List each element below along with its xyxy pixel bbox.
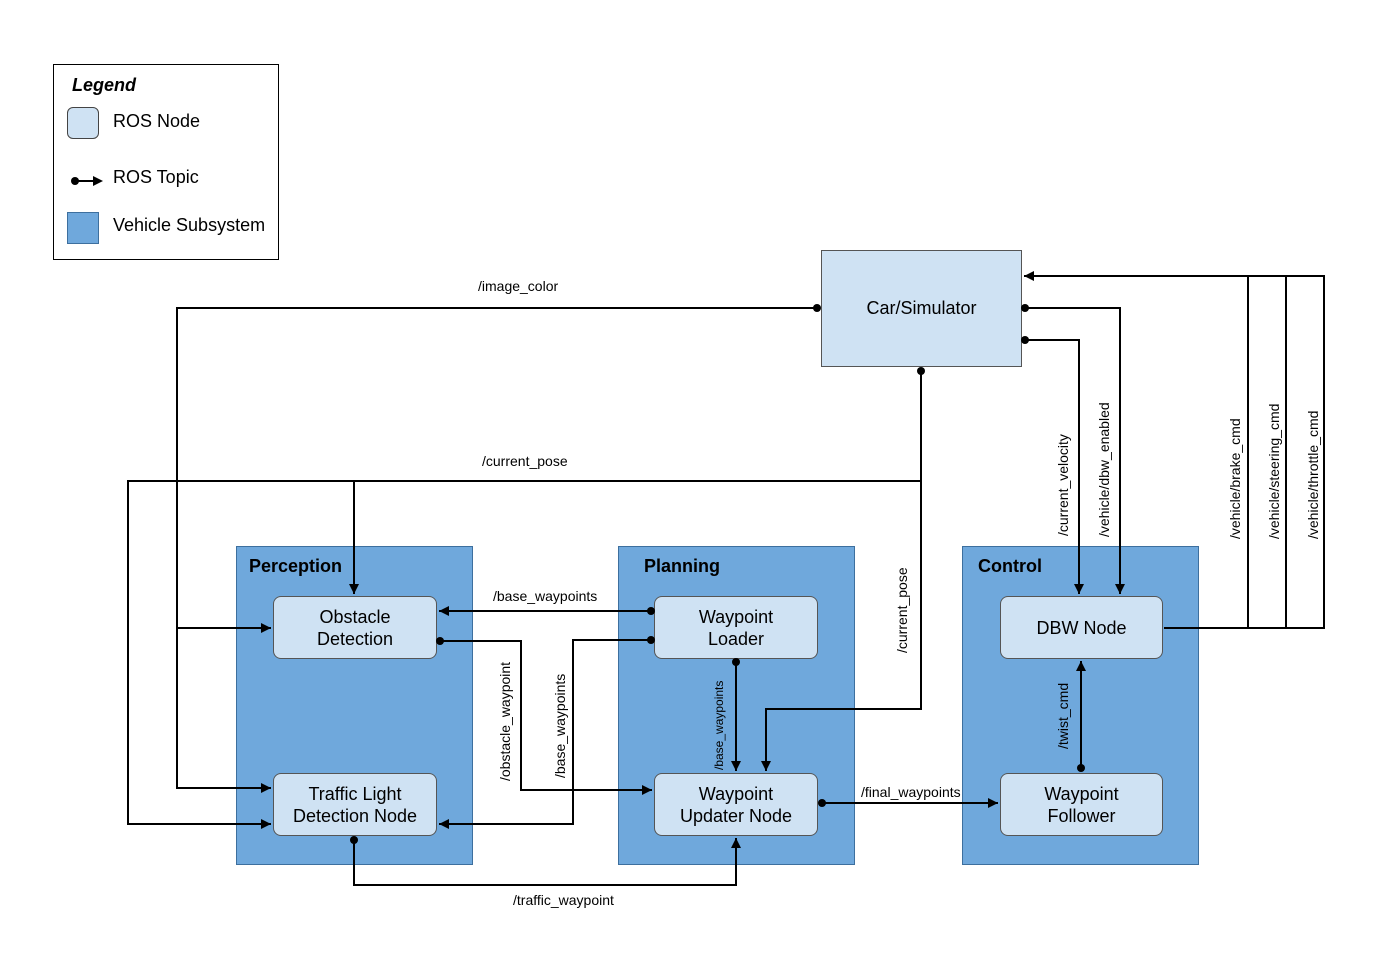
base-waypoints-vertical-label: /base_waypoints [552,673,568,778]
dbw-enabled-line [1025,307,1125,594]
current-pose-label: /current_pose [482,453,568,469]
legend-ros-node-swatch [67,107,99,139]
traffic-waypoint-label: /traffic_waypoint [513,892,614,908]
legend-vehicle-subsystem-swatch [67,212,99,244]
current-velocity-line [1025,339,1084,594]
current-pose-line [127,371,922,829]
perception-title: Perception [249,556,343,576]
planning-title: Planning [644,556,720,576]
waypoint-loader-node: Waypoint Loader [654,596,818,659]
base-waypoints-line-traffic [439,639,651,829]
control-title: Control [978,556,1042,576]
image-color-line-traffic [176,628,271,793]
legend-ros-node-label: ROS Node [113,111,201,131]
current-velocity-label: /current_velocity [1055,434,1071,536]
waypoint-updater-node: Waypoint Updater Node [654,773,818,836]
legend-ros-topic-label: ROS Topic [113,167,199,187]
legend: Legend ROS Node ROS Topic Vehicle Subsys… [53,64,279,260]
traffic-light-detection-node: Traffic Light Detection Node [273,773,437,836]
base-waypoints-label: /base_waypoints [493,588,598,604]
obstacle-waypoint-label: /obstacle_waypoint [497,661,513,781]
dbw-enabled-label: /vehicle/dbw_enabled [1096,402,1112,537]
image-color-label: /image_color [478,278,559,294]
dbw-node: DBW Node [1000,596,1163,659]
waypoint-follower-node: Waypoint Follower [1000,773,1163,836]
current-pose-vertical-label: /current_pose [894,567,910,653]
twist-cmd-label: /twist_cmd [1055,682,1071,749]
legend-vehicle-subsystem-label: Vehicle Subsystem [113,215,266,235]
legend-ros-topic-icon [71,176,103,186]
traffic-waypoint-line [353,838,741,886]
obstacle-detection-node: Obstacle Detection [273,596,437,659]
throttle-cmd-label: /vehicle/throttle_cmd [1305,410,1321,539]
obstacle-waypoint-line [440,640,652,795]
base-waypoints-planning-label: /base_waypoints [712,680,726,770]
current-pose-line-updater [761,481,922,771]
brake-cmd-label: /vehicle/brake_cmd [1227,418,1243,539]
image-color-line [176,307,817,633]
steering-cmd-label: /vehicle/steering_cmd [1266,403,1282,539]
legend-title: Legend [72,75,137,95]
final-waypoints-label: /final_waypoints [861,784,961,800]
dbw-cmd-line [1024,271,1325,629]
